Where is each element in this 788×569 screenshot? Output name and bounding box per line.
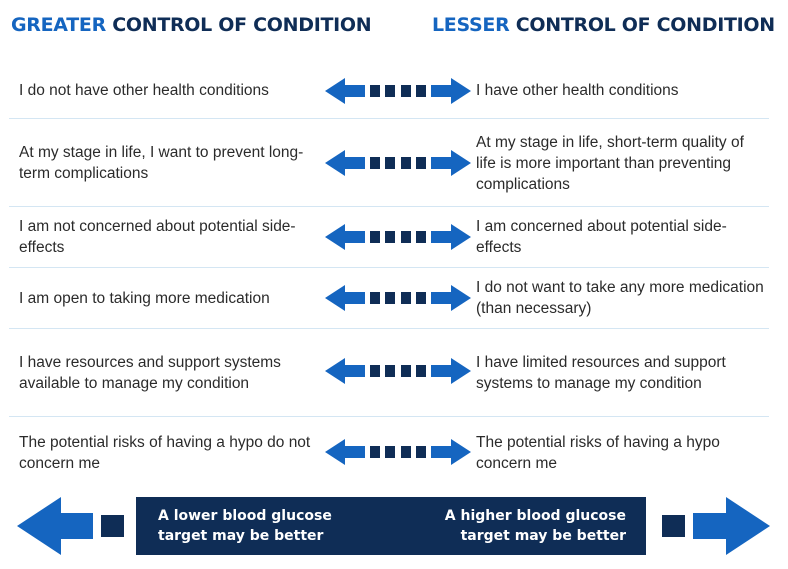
row-right-statement: I am concerned about potential side-effe… bbox=[476, 218, 727, 256]
lower-target-line2: target may be better bbox=[158, 528, 324, 544]
double-arrow-icon bbox=[325, 224, 471, 250]
row-left-statement: I am not concerned about potential side-… bbox=[19, 218, 296, 256]
double-arrow-icon bbox=[325, 78, 471, 104]
header-lesser-rest: CONTROL OF CONDITION bbox=[509, 14, 775, 36]
double-arrow-icon bbox=[325, 358, 471, 384]
row-right-statement: I have limited resources and support sys… bbox=[476, 354, 726, 392]
row-right-statement: At my stage in life, short-term quality … bbox=[476, 133, 744, 193]
higher-target-text: A higher blood glucose target may be bet… bbox=[445, 506, 626, 546]
row-right-statement: I have other health conditions bbox=[476, 81, 679, 99]
higher-target-line2: target may be better bbox=[460, 528, 626, 544]
row-divider bbox=[9, 328, 769, 329]
row-divider bbox=[9, 267, 769, 268]
header-lesser-accent: LESSER bbox=[432, 14, 510, 36]
header-greater-control: GREATER CONTROL OF CONDITION bbox=[11, 14, 372, 36]
higher-target-line1: A higher blood glucose bbox=[444, 508, 626, 524]
double-arrow-icon bbox=[325, 439, 471, 465]
left-big-arrow-icon bbox=[17, 497, 124, 555]
right-big-arrow-icon bbox=[662, 497, 770, 555]
row-left-statement: At my stage in life, I want to prevent l… bbox=[19, 144, 304, 182]
lower-target-line1: A lower blood glucose bbox=[158, 508, 332, 524]
lower-target-text: A lower blood glucose target may be bett… bbox=[158, 506, 332, 546]
row-right-statement: I do not want to take any more medicatio… bbox=[476, 279, 764, 317]
row-divider bbox=[9, 206, 769, 207]
comparison-row: At my stage in life, I want to prevent l… bbox=[9, 121, 769, 205]
comparison-row: I have resources and support systems ava… bbox=[9, 331, 769, 415]
comparison-row: I am not concerned about potential side-… bbox=[9, 209, 769, 265]
header-greater-rest: CONTROL OF CONDITION bbox=[105, 14, 372, 36]
row-left-statement: The potential risks of having a hypo do … bbox=[19, 434, 311, 472]
row-left-statement: I have resources and support systems ava… bbox=[19, 354, 281, 392]
header-lesser-control: LESSER CONTROL OF CONDITION bbox=[432, 14, 775, 36]
row-divider bbox=[9, 118, 769, 119]
header-greater-accent: GREATER bbox=[11, 14, 106, 36]
row-left-statement: I do not have other health conditions bbox=[19, 81, 269, 99]
row-left-statement: I am open to taking more medication bbox=[19, 289, 270, 307]
comparison-row: I am open to taking more medication I do… bbox=[9, 270, 769, 326]
double-arrow-icon bbox=[325, 285, 471, 311]
comparison-row: I do not have other health conditions I … bbox=[9, 63, 769, 117]
double-arrow-icon bbox=[325, 150, 471, 176]
comparison-row: The potential risks of having a hypo do … bbox=[9, 419, 769, 487]
target-banner: A lower blood glucose target may be bett… bbox=[136, 497, 646, 555]
row-divider bbox=[9, 416, 769, 417]
row-right-statement: The potential risks of having a hypo con… bbox=[476, 434, 720, 472]
